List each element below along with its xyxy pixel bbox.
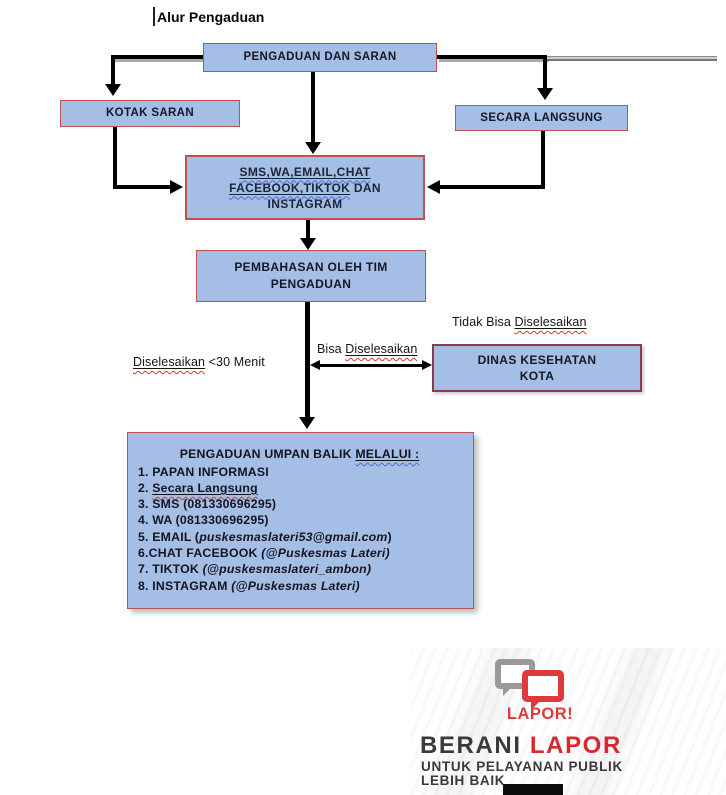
- feedback-item: 2. Secara Langsung: [138, 480, 258, 495]
- arrowhead-double-right-icon: [422, 360, 432, 370]
- berani-lapor-text: BERANI LAPOR: [420, 732, 622, 759]
- box-label-line1: DINAS KESEHATAN: [477, 353, 597, 367]
- connector-kotak-h: [113, 185, 171, 189]
- box-pengaduan-umpan-balik: PENGADUAN UMPAN BALIK MELALUI : 1. PAPAN…: [127, 432, 474, 609]
- connector-dinas-double-arrow: [318, 364, 424, 367]
- box-secara-langsung: SECARA LANGSUNG: [455, 105, 628, 131]
- connector-secara-v: [541, 131, 545, 189]
- connector-pengaduan-left-v: [111, 55, 115, 85]
- feedback-item: 3. SMS (081330696295): [138, 497, 277, 512]
- speech-bubble-red-tail-icon: [531, 699, 542, 710]
- text-cursor: [153, 7, 155, 26]
- arrowhead-to-feedback-icon: [299, 417, 315, 429]
- lapor-logo-block: LAPOR! BERANI LAPOR UNTUK PELAYANAN PUBL…: [410, 648, 726, 795]
- connector-pengaduan-right-h: [437, 55, 547, 59]
- arrowhead-to-sms-right-icon: [427, 180, 440, 194]
- connector-pengaduan-right-v: [543, 55, 547, 89]
- arrowhead-to-kotak-icon: [105, 84, 121, 96]
- feedback-item: 4. WA (081330696295): [138, 513, 269, 528]
- box-pembahasan: PEMBAHASAN OLEH TIM PENGADUAN: [196, 250, 426, 302]
- connector-secara-h: [440, 185, 545, 189]
- connector-pengaduan-left-h: [111, 55, 205, 59]
- box-label-line2: KOTA: [519, 369, 555, 383]
- arrowhead-to-secara-icon: [537, 88, 553, 100]
- connector-kotak-v: [113, 127, 117, 189]
- feedback-item: 5. EMAIL (puskesmaslateri53@gmail.com): [138, 529, 392, 544]
- page-title: Alur Pengaduan: [157, 9, 265, 25]
- logo-tagline-2: LEBIH BAIK: [421, 773, 506, 788]
- connector-pengaduan-center-v: [311, 72, 315, 143]
- connector-pembahasan-v: [305, 302, 310, 418]
- feedback-item: 8. INSTAGRAM (@Puskesmas Lateri): [138, 578, 360, 593]
- box-label-line2: FACEBOOK,TIKTOK DAN: [229, 180, 381, 195]
- box-dinas-kesehatan: DINAS KESEHATAN KOTA: [432, 344, 642, 392]
- feedback-item: 1. PAPAN INFORMASI: [138, 464, 269, 479]
- box-label: PENGADUAN DAN SARAN: [243, 51, 397, 63]
- box-label-line2: PENGADUAN: [270, 277, 352, 291]
- label-bisa-diselesaikan: Bisa Diselesaikan: [317, 342, 418, 356]
- label-tidak-bisa-diselesaikan: Tidak Bisa Diselesaikan: [452, 315, 587, 329]
- feedback-item: 6.CHAT FACEBOOK (@Puskesmas Lateri): [138, 545, 390, 560]
- box-kotak-saran: KOTAK SARAN: [60, 100, 240, 127]
- arrowhead-double-left-icon: [310, 360, 320, 370]
- logo-tagline-1: UNTUK PELAYANAN PUBLIK: [421, 759, 623, 774]
- box-label: KOTAK SARAN: [106, 107, 194, 119]
- box-label: SECARA LANGSUNG: [480, 111, 603, 124]
- arrowhead-to-sms-top-icon: [305, 142, 321, 154]
- feedback-heading: PENGADUAN UMPAN BALIK MELALUI :: [179, 447, 420, 461]
- feedback-item: 7. TIKTOK (@puskesmaslateri_ambon): [138, 562, 372, 577]
- box-label-line1: SMS,WA,EMAIL,CHAT: [239, 164, 371, 179]
- box-pengaduan-dan-saran: PENGADUAN DAN SARAN: [203, 43, 437, 72]
- gray-divider-line: [547, 56, 717, 61]
- label-diselesaikan-30-menit: Diselesaikan <30 Menit: [133, 355, 265, 369]
- connector-sms-v: [306, 220, 310, 240]
- box-sms-channels: SMS,WA,EMAIL,CHAT FACEBOOK,TIKTOK DAN IN…: [185, 155, 425, 220]
- logo-black-bar: [503, 784, 563, 795]
- lapor-wordmark: LAPOR!: [506, 705, 574, 723]
- box-label-line3: INSTAGRAM: [267, 196, 343, 211]
- speech-bubble-gray-tail-icon: [503, 686, 513, 696]
- arrowhead-to-pembahasan-icon: [300, 238, 316, 250]
- box-label-line1: PEMBAHASAN OLEH TIM: [234, 260, 388, 274]
- speech-bubble-red-icon: [522, 670, 564, 702]
- arrowhead-to-sms-left-icon: [170, 180, 183, 194]
